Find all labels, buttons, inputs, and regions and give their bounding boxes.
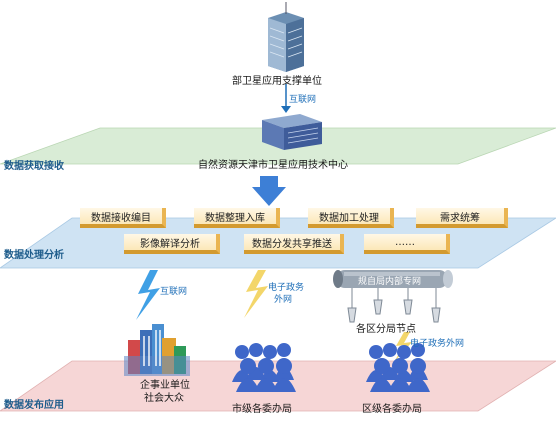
layer-label-acquisition: 数据获取接收 xyxy=(4,161,64,172)
enterprises-label: 企事业单位 xyxy=(140,380,190,391)
task-tile: 数据分发共享推送 xyxy=(244,234,344,254)
network-pipe-icon xyxy=(333,270,453,288)
task-tile: 影像解译分析 xyxy=(124,234,220,254)
city-cluster-icon xyxy=(124,324,190,376)
center-label: 自然资源天津市卫星应用技术中心 xyxy=(198,160,348,171)
people-group-city-icon xyxy=(232,343,296,392)
down-arrow-icon xyxy=(281,84,291,113)
task-tile: …… xyxy=(364,234,450,254)
egov-mid-label-1: 电子政务 xyxy=(268,283,305,293)
egov-right-label: 电子政务外网 xyxy=(410,339,465,349)
task-tile: 数据接收编目 xyxy=(80,208,166,228)
district-node-pins xyxy=(347,288,441,323)
layer-label-processing: 数据处理分析 xyxy=(4,250,64,261)
server-icon xyxy=(262,114,322,150)
district-nodes-label: 各区分局节点 xyxy=(356,324,416,335)
people-group-district-icon xyxy=(366,343,430,392)
public-label: 社会大众 xyxy=(144,393,184,404)
city-offices-label: 市级各委办局 xyxy=(232,404,292,415)
egov-mid-label-2: 外网 xyxy=(274,295,293,305)
layer-label-publishing: 数据发布应用 xyxy=(4,400,64,411)
lightning-egov-icon xyxy=(244,270,268,318)
bureau-network-label: 规自局内部专网 xyxy=(358,277,422,287)
task-tile: 数据整理入库 xyxy=(194,208,280,228)
ministry-unit-label: 部卫星应用支撑单位 xyxy=(232,76,322,87)
large-down-arrow-icon xyxy=(252,176,286,206)
internet-left-label: 互联网 xyxy=(160,287,188,297)
internet-top-label: 互联网 xyxy=(289,95,317,105)
task-tile: 需求统筹 xyxy=(416,208,508,228)
lightning-internet-icon xyxy=(136,270,160,320)
task-tile: 数据加工处理 xyxy=(308,208,394,228)
district-offices-label: 区级各委办局 xyxy=(362,404,422,415)
building-icon xyxy=(268,2,304,72)
